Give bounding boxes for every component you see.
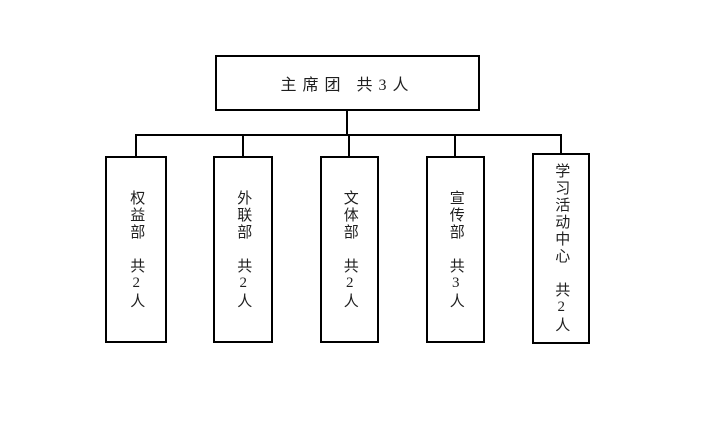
org-box-dept-publicity-label: 宣传部 共3人 xyxy=(447,189,464,310)
org-box-dept-learning-activity-center: 学习活动中心 共2人 xyxy=(532,153,590,344)
connector-drop-line-1 xyxy=(135,134,137,156)
connector-drop-line-4 xyxy=(454,134,456,156)
org-box-dept-external-relations: 外联部 共2人 xyxy=(213,156,273,343)
connector-drop-line-3 xyxy=(348,134,350,156)
org-box-dept-external-relations-label: 外联部 共2人 xyxy=(235,189,252,310)
connector-root-drop-line xyxy=(346,110,348,136)
org-box-presidium: 主席团 共3人 xyxy=(215,55,480,111)
connector-drop-line-5 xyxy=(560,134,562,153)
org-box-dept-culture-sports: 文体部 共2人 xyxy=(320,156,379,343)
connector-drop-line-2 xyxy=(242,134,244,156)
org-box-dept-publicity: 宣传部 共3人 xyxy=(426,156,485,343)
org-box-dept-rights: 权益部 共2人 xyxy=(105,156,167,343)
org-box-dept-culture-sports-label: 文体部 共2人 xyxy=(341,189,358,310)
org-box-presidium-label: 主席团 共3人 xyxy=(280,77,415,94)
org-box-dept-learning-activity-center-label: 学习活动中心 共2人 xyxy=(553,163,570,334)
org-box-dept-rights-label: 权益部 共2人 xyxy=(128,189,145,310)
